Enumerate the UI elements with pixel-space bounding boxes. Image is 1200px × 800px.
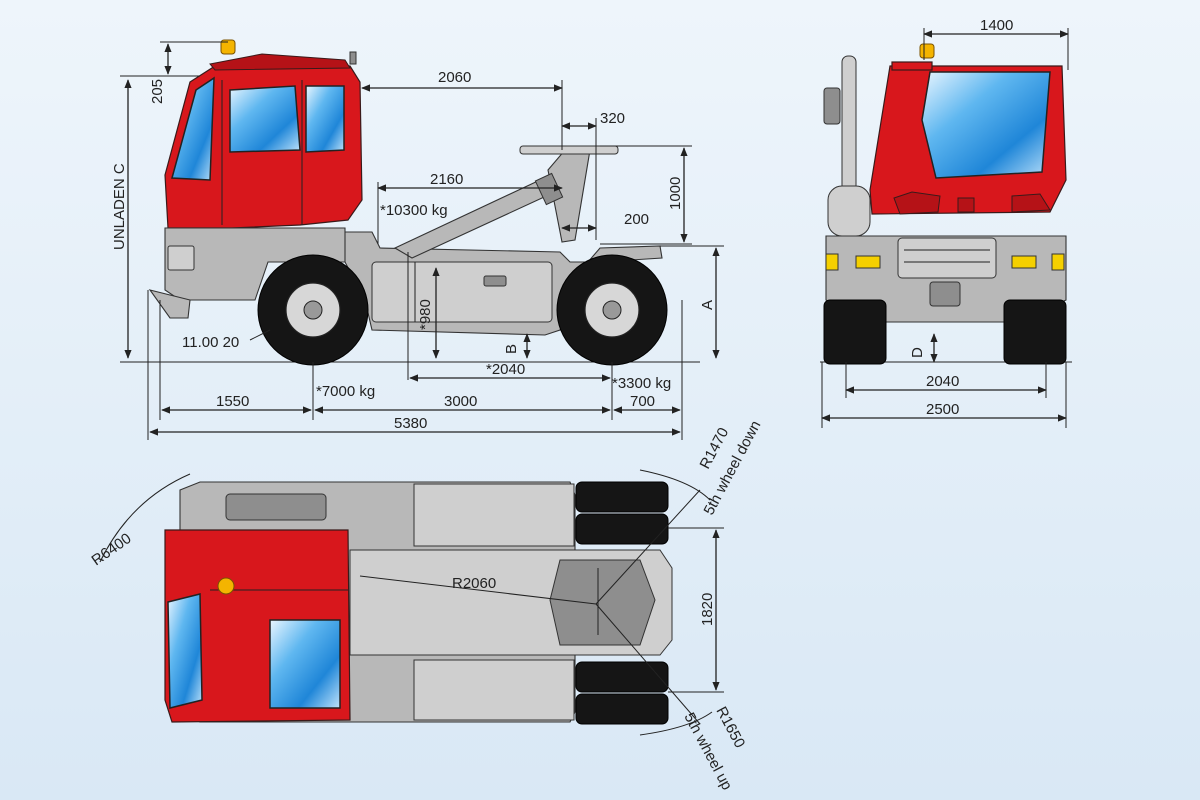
dim-1550: 1550 [216, 393, 249, 410]
label-b: B [503, 344, 520, 354]
dim-2160: 2160 [430, 171, 463, 188]
front-windshield [921, 71, 1051, 179]
label-a: A [699, 300, 716, 310]
rear-wheel [556, 254, 668, 366]
fifth-wheel-top [549, 559, 656, 646]
front-wheel [257, 254, 369, 366]
rear-view: 1400 D 2040 2500 [820, 17, 1072, 428]
rear-beacon-icon [919, 43, 935, 59]
top-view: R6400 R2060 R1470 5th wheel down 1820 R1… [89, 418, 765, 793]
tyre-size-label: 11.00 20 [182, 334, 239, 351]
lamp-left-outer [825, 253, 839, 271]
dim-3000: 3000 [444, 393, 477, 410]
label-d: D [909, 347, 926, 358]
lift-arm [393, 179, 557, 259]
mirror [823, 87, 841, 125]
dim-2500: 2500 [926, 401, 959, 418]
top-tyre-3 [575, 661, 669, 693]
dim-320: 320 [600, 110, 625, 127]
dim-205: 205 [149, 79, 166, 104]
label-unladen-c: UNLADEN C [111, 163, 128, 250]
dim-200: 200 [624, 211, 649, 228]
load-3300: *3300 kg [612, 375, 671, 392]
radius-r2060: R2060 [452, 575, 496, 592]
dim-1820: 1820 [699, 593, 716, 626]
dim-2060: 2060 [438, 69, 471, 86]
fuel-tank [371, 261, 553, 323]
lamp-right-inner [1011, 255, 1037, 269]
top-beacon-icon [217, 577, 235, 595]
roof-hatch [269, 619, 341, 709]
dim-1400: 1400 [980, 17, 1013, 34]
dim-2040: 2040 [926, 373, 959, 390]
top-tyre-1 [575, 481, 669, 513]
beacon-icon [220, 39, 236, 55]
lamp-left-inner [855, 255, 881, 269]
top-tyre-4 [575, 693, 669, 725]
cab-lower [164, 227, 346, 301]
dim-2040-star: *2040 [486, 361, 525, 378]
dim-700: 700 [630, 393, 655, 410]
dim-1000: 1000 [667, 177, 684, 210]
dim-5380: 5380 [394, 415, 427, 432]
fifth-wheel-plate [519, 145, 619, 155]
rear-tyres-left [823, 299, 887, 365]
top-tyre-2 [575, 513, 669, 545]
radius-r1650: R1650 [712, 704, 748, 751]
rear-tyres-right [1003, 299, 1067, 365]
top-windshield [167, 593, 203, 709]
radius-r6400: R6400 [89, 530, 135, 569]
side-view: 205 2060 320 1000 2160 *10300 kg 200 UNL… [111, 39, 724, 440]
lamp-right-outer [1051, 253, 1065, 271]
fuel-tank-top [413, 483, 575, 547]
windshield [171, 76, 215, 181]
door-window [229, 85, 301, 153]
dim-980: *980 [417, 299, 434, 330]
load-7000: *7000 kg [316, 383, 375, 400]
load-10300: *10300 kg [380, 202, 448, 219]
rear-side-window [305, 85, 345, 153]
